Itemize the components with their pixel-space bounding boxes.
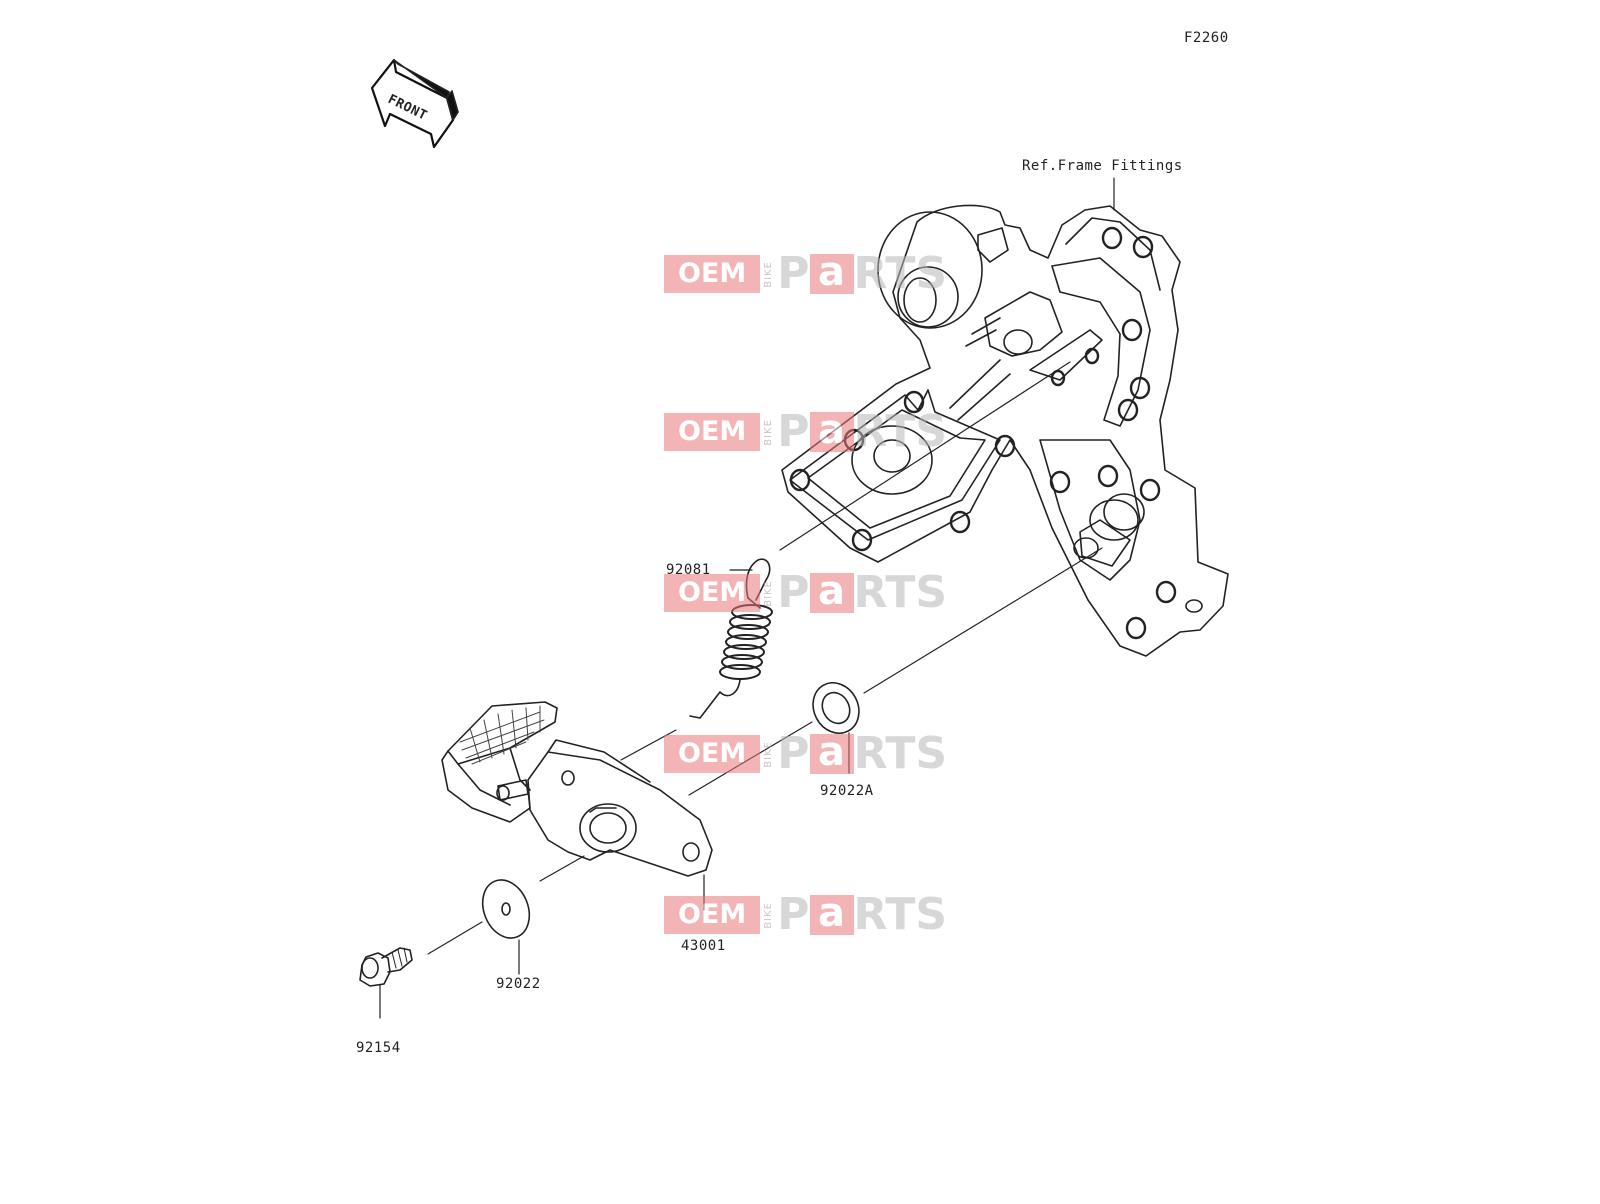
frame-fittings-part — [781, 204, 1229, 657]
return-spring-part — [689, 558, 773, 719]
callout-92154: 92154 — [356, 1040, 401, 1056]
brake-pedal-part — [441, 701, 713, 877]
washer-92022-part — [481, 879, 531, 939]
reference-label: Ref.Frame Fittings — [1022, 158, 1183, 174]
diagram-code: F2260 — [1184, 30, 1229, 46]
washer-92022a-part — [812, 682, 860, 734]
callout-92022a: 92022A — [820, 783, 874, 799]
front-arrow-icon — [370, 58, 459, 149]
callout-92022: 92022 — [496, 976, 541, 992]
bolt-92154-part — [359, 947, 413, 987]
callout-43001: 43001 — [681, 938, 726, 954]
assembly-lines — [379, 177, 1115, 1019]
callout-92081: 92081 — [666, 562, 711, 578]
